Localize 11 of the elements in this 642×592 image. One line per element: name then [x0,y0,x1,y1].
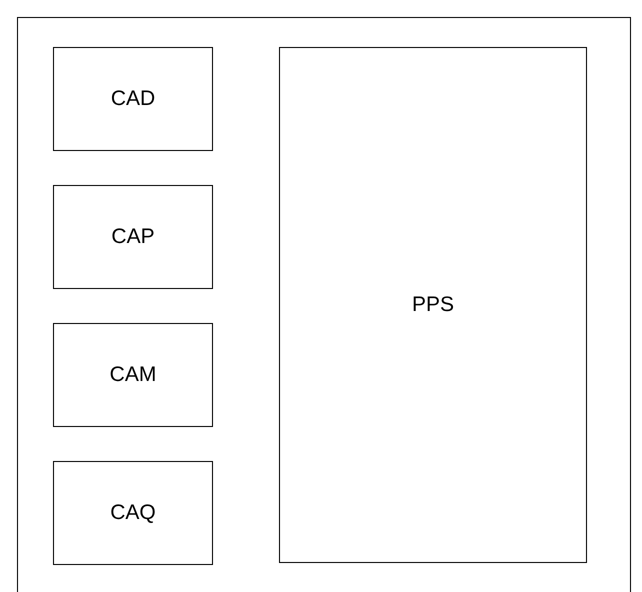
module-box [53,461,213,565]
module-box [279,47,587,563]
box-label: CAD [110,87,156,111]
module-box [53,323,213,427]
box-label: CAM [108,363,158,387]
box-label: CAQ [109,501,157,525]
module-box [53,185,213,289]
frame-box [17,17,631,592]
module-box [53,47,213,151]
box-label: CAP [110,225,156,249]
box-label: PPS [410,293,456,317]
